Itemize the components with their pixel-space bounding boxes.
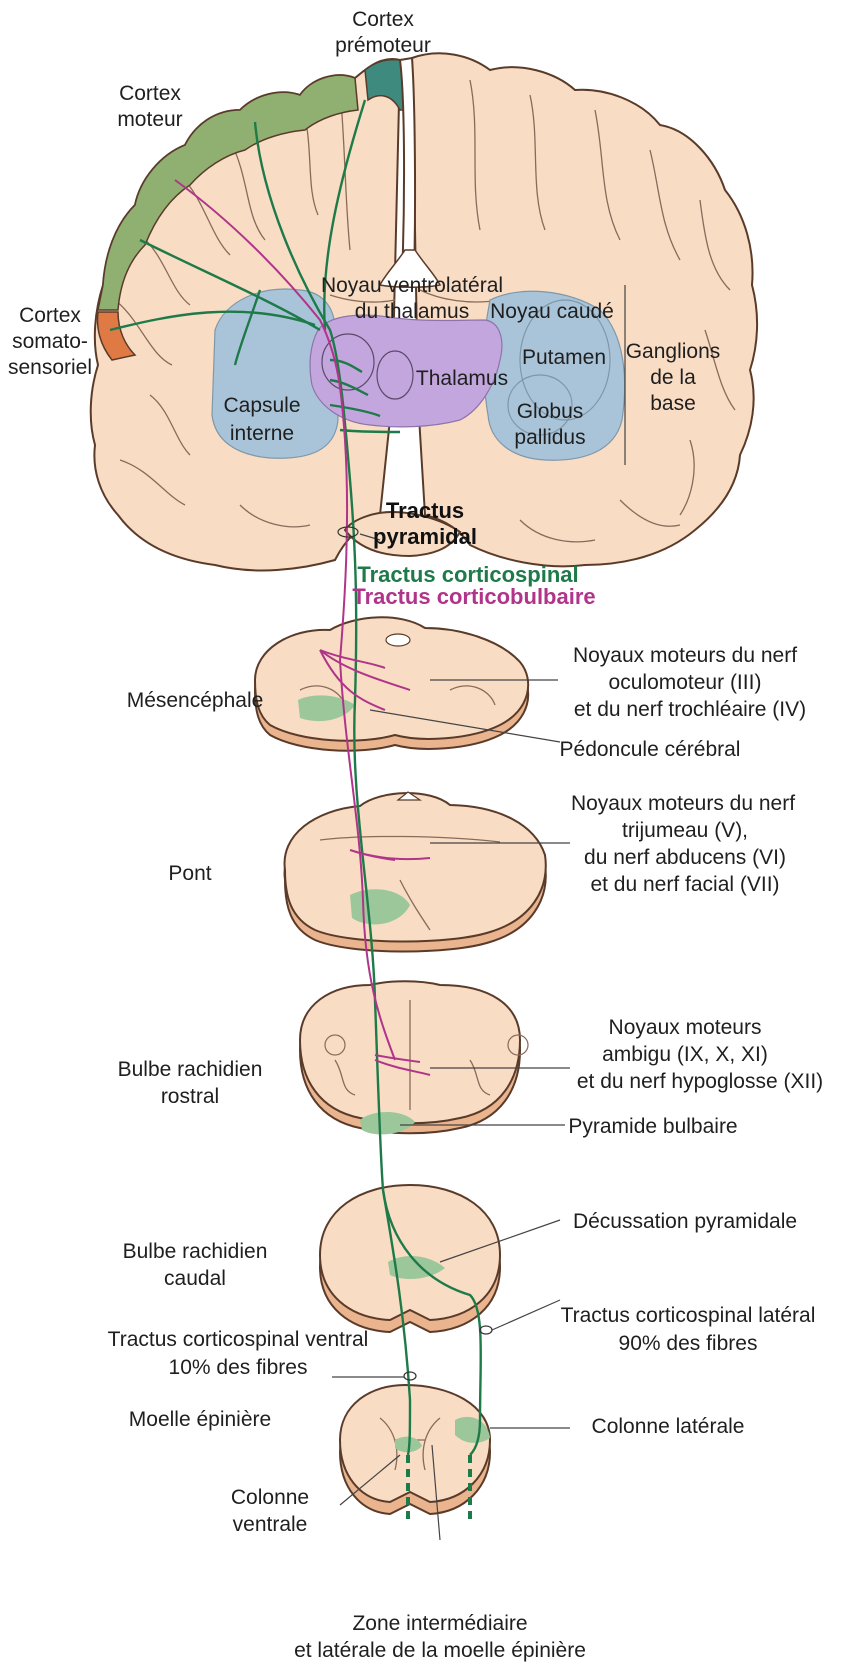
moelle-section	[340, 1385, 490, 1514]
label-noyaux-oculo-3: et du nerf trochléaire (IV)	[574, 698, 806, 721]
label-noyau-caude: Noyau caudé	[490, 300, 614, 323]
label-cs-ventral-2: 10% des fibres	[169, 1356, 308, 1379]
label-noyau-vl-2: du thalamus	[355, 300, 469, 323]
label-bulbe-caudal-1: Bulbe rachidien	[123, 1240, 268, 1263]
label-zone-2: et latérale de la moelle épinière	[294, 1639, 586, 1662]
label-bulbe-caudal-2: caudal	[164, 1267, 226, 1290]
bulbe-rostral-section	[300, 981, 528, 1134]
bulbe-caudal-section	[320, 1185, 500, 1332]
label-cortex-somato-2: somato-	[12, 330, 88, 353]
label-zone-1: Zone intermédiaire	[352, 1612, 527, 1635]
label-pyramide-bulbaire: Pyramide bulbaire	[568, 1115, 737, 1138]
label-bulbe-rostral-2: rostral	[161, 1085, 219, 1108]
label-cortex-premoteur-1: Cortex	[352, 8, 414, 31]
label-noyaux-oculo-1: Noyaux moteurs du nerf	[573, 644, 797, 667]
label-ganglions-1: Ganglions	[626, 340, 721, 363]
label-ganglions-3: base	[650, 392, 696, 415]
legend-corticobulbaire: Tractus corticobulbaire	[352, 584, 595, 609]
label-colonne-ventrale-2: ventrale	[233, 1513, 308, 1536]
label-noyaux-trij-4: et du nerf facial (VII)	[590, 873, 779, 896]
label-globus-2: pallidus	[514, 426, 585, 449]
label-moelle: Moelle épinière	[129, 1408, 271, 1431]
label-colonne-ventrale-1: Colonne	[231, 1486, 309, 1509]
label-colonne-laterale: Colonne latérale	[592, 1415, 745, 1438]
label-cortex-moteur-2: moteur	[117, 108, 182, 131]
label-capsule-2: interne	[230, 422, 294, 445]
label-cs-ventral-1: Tractus corticospinal ventral	[108, 1328, 369, 1351]
label-noyaux-ambigu-3: et du nerf hypoglosse (XII)	[577, 1070, 823, 1093]
label-cs-lateral-1: Tractus corticospinal latéral	[561, 1304, 816, 1327]
label-pont: Pont	[168, 862, 211, 885]
label-cs-lateral-2: 90% des fibres	[619, 1332, 758, 1355]
label-tractus-pyramidal-2: pyramidal	[373, 524, 477, 549]
label-globus-1: Globus	[517, 400, 584, 423]
lateral-tract-marker	[480, 1326, 492, 1334]
interhemispheric-fissure	[400, 58, 415, 280]
label-tractus-pyramidal-1: Tractus	[386, 498, 464, 523]
label-noyaux-trij-3: du nerf abducens (VI)	[584, 846, 786, 869]
label-bulbe-rostral-1: Bulbe rachidien	[118, 1058, 263, 1081]
label-noyaux-trij-1: Noyaux moteurs du nerf	[571, 792, 795, 815]
label-cortex-premoteur-2: prémoteur	[335, 34, 431, 57]
label-noyaux-oculo-2: oculomoteur (III)	[609, 671, 762, 694]
label-cortex-somato-3: sensoriel	[8, 356, 92, 379]
label-pedoncule: Pédoncule cérébral	[560, 738, 741, 761]
label-cortex-moteur-1: Cortex	[119, 82, 181, 105]
label-putamen: Putamen	[522, 346, 606, 369]
label-noyaux-trij-2: trijumeau (V),	[622, 819, 748, 842]
label-mesencephale: Mésencéphale	[127, 689, 264, 712]
label-ganglions-2: de la	[650, 366, 696, 389]
label-capsule-1: Capsule	[223, 394, 300, 417]
ventral-tract-marker	[404, 1372, 416, 1380]
label-noyaux-ambigu-1: Noyaux moteurs	[609, 1016, 762, 1039]
label-noyau-vl-1: Noyau ventrolatéral	[321, 274, 503, 297]
label-cortex-somato-1: Cortex	[19, 304, 81, 327]
label-noyaux-ambigu-2: ambigu (IX, X, XI)	[602, 1043, 768, 1066]
label-decussation: Décussation pyramidale	[573, 1210, 797, 1233]
pont-section	[285, 792, 546, 952]
label-thalamus: Thalamus	[416, 367, 508, 390]
